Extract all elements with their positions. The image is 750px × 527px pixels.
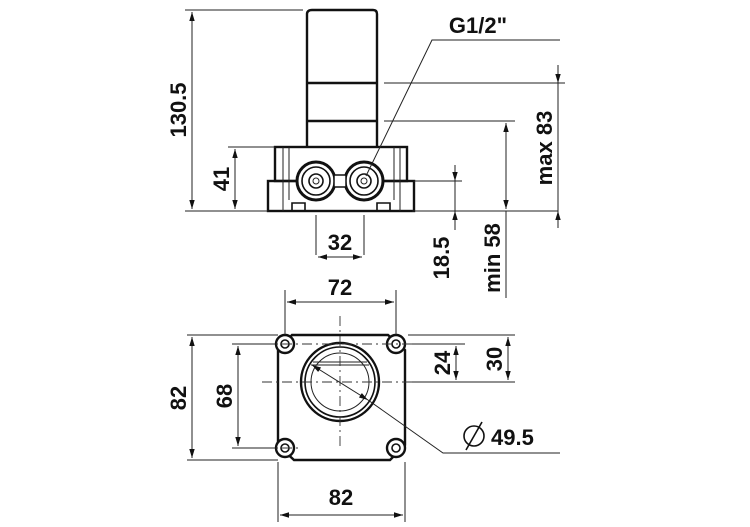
inlet-port-left [295, 160, 337, 202]
diameter-symbol-icon [463, 421, 485, 451]
label-base-height: 41 [209, 167, 234, 191]
label-max-depth: max 83 [532, 111, 557, 186]
label-min-depth: min 58 [480, 223, 505, 293]
top-view: 72 82 68 82 24 30 49.5 [166, 275, 560, 522]
mounting-hole-br [385, 437, 407, 459]
thread-leader [365, 39, 560, 177]
diameter-leader [367, 399, 560, 454]
label-overall-height-top: 82 [166, 386, 191, 410]
label-inlet-spacing: 32 [328, 230, 352, 255]
label-hole-spacing-x: 72 [328, 275, 352, 300]
label-bore-diameter: 49.5 [491, 425, 534, 450]
label-hole-spacing-y: 68 [212, 384, 237, 408]
label-overall-height: 130.5 [166, 82, 191, 137]
label-offset-small: 24 [430, 350, 455, 375]
inlet-port-right [343, 160, 385, 202]
label-outlet-offset: 18.5 [429, 237, 454, 280]
mounting-plate [276, 333, 407, 462]
label-thread: G1/2" [449, 13, 507, 38]
side-view: 130.5 41 32 G1/2" 18.5 min 58 max 83 [166, 8, 565, 298]
cartridge-body [305, 8, 379, 147]
label-overall-width: 82 [329, 485, 353, 510]
label-offset-large: 30 [482, 347, 507, 371]
